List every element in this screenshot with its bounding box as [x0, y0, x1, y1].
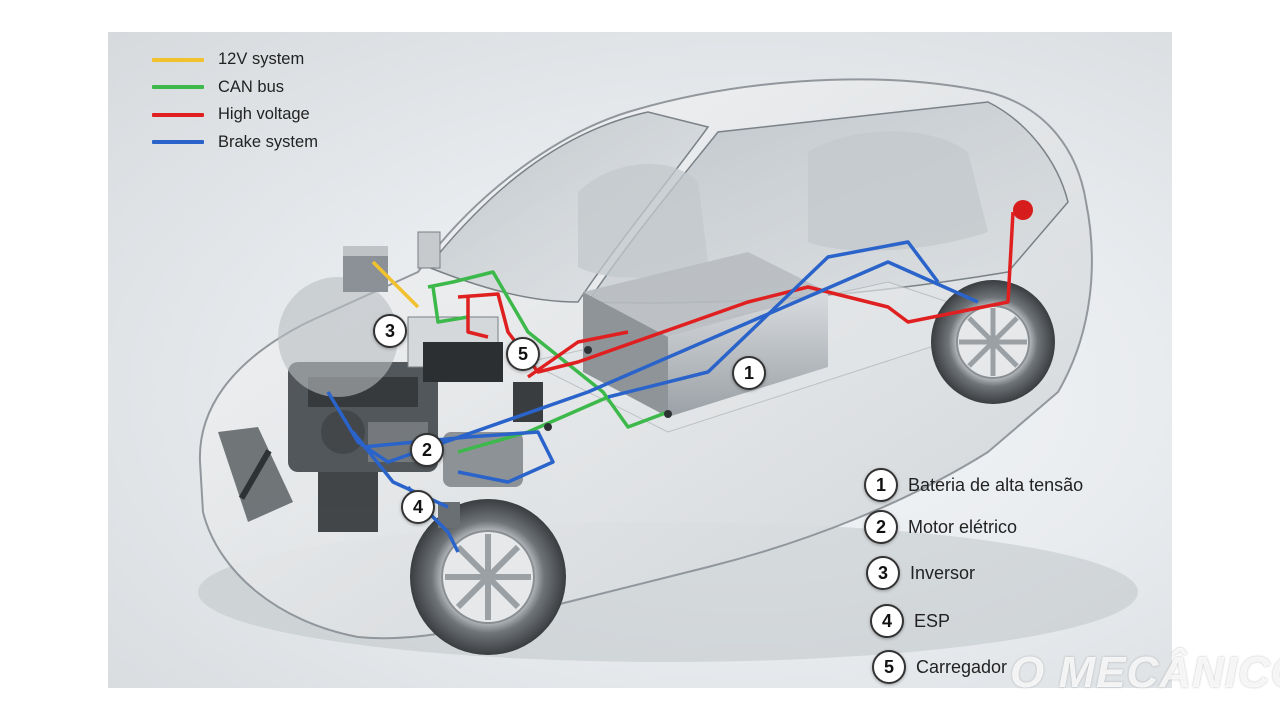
callout-esp: 4: [401, 490, 435, 524]
connector-points: [544, 346, 672, 431]
key-number: 4: [870, 604, 904, 638]
key-item-esp: 4 ESP: [870, 604, 950, 638]
wiring-brake: [326, 240, 979, 553]
watermark-logo: O MECÂNICO: [1010, 648, 1280, 697]
front-seat: [578, 163, 708, 278]
legend-label: CAN bus: [218, 77, 285, 96]
key-label: ESP: [914, 610, 951, 631]
key-item-battery: 1 Bateria de alta tensão: [864, 468, 1083, 502]
legend-item-high-voltage: High voltage: [152, 101, 318, 129]
callout-motor: 2: [410, 433, 444, 467]
key-number: 1: [864, 468, 898, 502]
12v-battery: [343, 246, 388, 292]
tail-light: [1013, 200, 1033, 220]
callout-battery: 1: [732, 356, 766, 390]
legend-swatch: [152, 112, 204, 117]
callout-charger: 5: [506, 337, 540, 371]
key-item-charger: 5 Carregador: [872, 650, 1007, 684]
legend-swatch: [152, 57, 204, 62]
esp-unit: [438, 502, 460, 528]
legend-swatch: [152, 140, 204, 145]
legend-item-brake: Brake system: [152, 129, 318, 157]
key-label: Motor elétrico: [908, 516, 1018, 537]
key-number: 5: [872, 650, 906, 684]
engine-fan: [278, 277, 398, 397]
key-item-motor: 2 Motor elétrico: [864, 510, 1017, 544]
legend-label: High voltage: [218, 105, 310, 124]
key-label: Bateria de alta tensão: [908, 474, 1084, 495]
legend-item-can-bus: CAN bus: [152, 74, 318, 102]
wiring-12v: [371, 260, 420, 309]
key-label: Carregador: [916, 656, 1008, 677]
legend-swatch: [152, 85, 204, 90]
hybrid-car-diagram: 12V system CAN bus High voltage Brake sy…: [108, 32, 1172, 688]
key-label: Inversor: [910, 562, 976, 583]
legend-label: Brake system: [218, 132, 318, 151]
ecu-module: [417, 231, 441, 269]
rear-seat: [808, 131, 988, 251]
legend-label: 12V system: [218, 50, 305, 69]
callout-inverter: 3: [373, 314, 407, 348]
legend: 12V system CAN bus High voltage Brake sy…: [152, 46, 318, 156]
key-number: 3: [866, 556, 900, 590]
inverter-cover: [423, 342, 503, 382]
legend-item-12v: 12V system: [152, 46, 318, 74]
key-number: 2: [864, 510, 898, 544]
key-item-inverter: 3 Inversor: [866, 556, 975, 590]
front-grille-bar: [238, 449, 272, 500]
wiring-high-voltage: [457, 211, 1015, 379]
